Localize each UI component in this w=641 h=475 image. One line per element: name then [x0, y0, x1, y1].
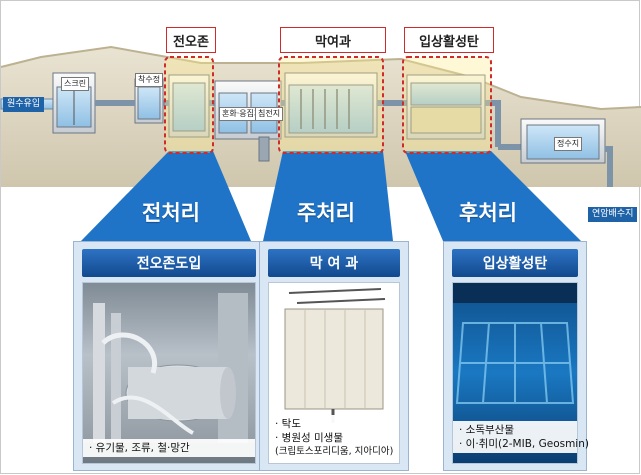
panel-caption: · 탁도 · 병원성 미생물 (크립토스포리디움, 지아디아) — [269, 415, 399, 461]
panel-caption: · 유기물, 조류, 철·망간 — [83, 439, 255, 457]
inlet-tag: 원수유입 — [3, 97, 45, 112]
funnel-title-main: 주처리 — [297, 201, 355, 225]
unit-label-clear-well: 정수지 — [554, 137, 583, 151]
panel-title: 입상활성탄 — [452, 249, 578, 277]
unit-label-raw-well: 착수정 — [135, 73, 164, 87]
outlet-tag: 연암배수지 — [588, 207, 638, 222]
unit-label-sediment: 침전지 — [255, 107, 284, 121]
panel-membrane: 막 여 과 · 탁도 · 병원성 미생물 (크립토스포리디움, 지아디아) — [259, 241, 409, 471]
membrane-module-photo: · 탁도 · 병원성 미생물 (크립토스포리디움, 지아디아) — [268, 282, 400, 464]
caption-line: · 소독부산물 — [459, 424, 514, 436]
ozone-equipment-photo: · 유기물, 조류, 철·망간 — [82, 282, 256, 464]
panel-caption: · 소독부산물 · 이·취미(2-MIB, Geosmin) — [453, 421, 589, 453]
caption-line: · 병원성 미생물 — [275, 432, 343, 444]
panel-title: 전오존도입 — [82, 249, 256, 277]
caption-line: · 유기물, 조류, 철·망간 — [89, 442, 190, 454]
unit-label-screen: 스크린 — [61, 77, 90, 91]
gac-basin-photo: · 소독부산물 · 이·취미(2-MIB, Geosmin) — [452, 282, 589, 464]
funnel-title-post: 후처리 — [459, 201, 517, 225]
stage-label-membrane: 막여과 — [280, 27, 386, 53]
funnel-title-pre: 전처리 — [142, 201, 200, 225]
caption-line: · 이·취미(2-MIB, Geosmin) — [459, 438, 589, 450]
panel-pre-ozone: 전오존도입 · 유기물, 조류, 철·망간 — [73, 241, 265, 471]
caption-line: · 탁도 — [275, 418, 301, 430]
stage-label-gac: 입상활성탄 — [404, 27, 494, 53]
stage-label-ozone: 전오존 — [166, 27, 216, 53]
caption-line: (크립토스포리디움, 지아디아) — [275, 446, 394, 457]
panel-title: 막 여 과 — [268, 249, 400, 277]
unit-label-coag: 혼화·응집지 — [219, 107, 265, 121]
panel-gac: 입상활성탄 · 소독부산물 · 이·취미(2-MIB, Geosmin) — [443, 241, 589, 471]
